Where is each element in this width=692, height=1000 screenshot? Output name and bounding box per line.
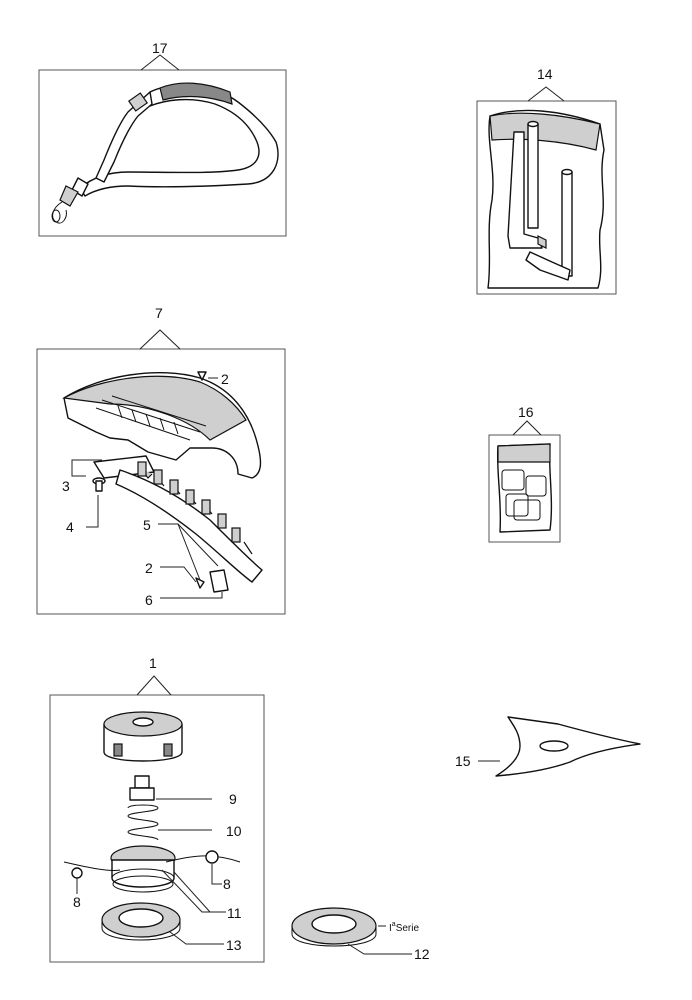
leader-11b — [173, 871, 211, 913]
series-superscript: a — [392, 921, 396, 928]
grass-guard-icon — [62, 371, 263, 583]
group-1-trimmer-head: 1 9 — [49, 655, 265, 963]
leader-6 — [160, 592, 223, 599]
callout-1: 1 — [149, 655, 157, 671]
callout-6: 6 — [145, 592, 153, 608]
bolt-icon — [92, 477, 106, 492]
leader-14 — [527, 86, 565, 102]
leader-17 — [140, 54, 180, 71]
callout-13: 13 — [226, 937, 242, 953]
callout-4: 4 — [66, 519, 74, 535]
plate-icon — [209, 569, 229, 593]
series-note: IaSerie — [389, 921, 419, 934]
hex-key-set-icon — [487, 109, 605, 289]
callout-9: 9 — [229, 791, 237, 807]
leader-1 — [136, 675, 172, 696]
group-7-grass-guard: 7 2 3 4 — [36, 305, 286, 615]
leader-12 — [347, 943, 412, 955]
shoulder-strap-icon — [51, 82, 279, 224]
leader-7 — [139, 329, 181, 350]
callout-11: 11 — [227, 905, 242, 921]
callout-2a: 2 — [221, 371, 229, 387]
frame-16 — [488, 434, 561, 543]
group-15-blade: 15 — [455, 716, 641, 777]
callout-16: 16 — [518, 404, 534, 420]
leader-2b — [160, 566, 197, 583]
frame-7 — [36, 348, 286, 615]
leader-8b — [211, 864, 222, 885]
leader-4 — [86, 495, 99, 528]
group-17-shoulder-strap: 17 — [38, 40, 287, 237]
callout-12: 12 — [414, 946, 430, 962]
three-tooth-blade-icon — [495, 716, 641, 777]
screw-icon — [197, 371, 207, 381]
washer-icon — [291, 907, 377, 947]
leader-3 — [71, 459, 102, 477]
frame-1 — [49, 694, 265, 963]
callout-7: 7 — [155, 305, 163, 321]
leader-16 — [512, 420, 542, 436]
series-prefix: I — [389, 923, 392, 934]
screw-icon — [195, 577, 205, 589]
leader-5b — [177, 523, 219, 567]
frame-17 — [38, 69, 287, 237]
callout-15: 15 — [455, 753, 471, 769]
group-16-decals: 16 — [488, 404, 561, 543]
leader-13 — [169, 931, 224, 945]
callout-8b: 8 — [223, 876, 231, 892]
decal-sheet-icon — [496, 443, 553, 533]
frame-14 — [476, 100, 617, 295]
series-word: Serie — [396, 923, 420, 934]
leader-11 — [161, 869, 226, 913]
group-12-washer: IaSerie 12 — [291, 907, 430, 962]
trimmer-head-icon — [63, 711, 241, 941]
callout-17: 17 — [152, 40, 168, 56]
callout-2b: 2 — [145, 560, 153, 576]
callout-5: 5 — [143, 517, 151, 533]
callout-3: 3 — [62, 478, 70, 494]
group-14-hex-keys: 14 — [476, 66, 617, 295]
callout-14: 14 — [537, 66, 553, 82]
callout-8a: 8 — [73, 894, 81, 910]
callout-10: 10 — [226, 823, 242, 839]
